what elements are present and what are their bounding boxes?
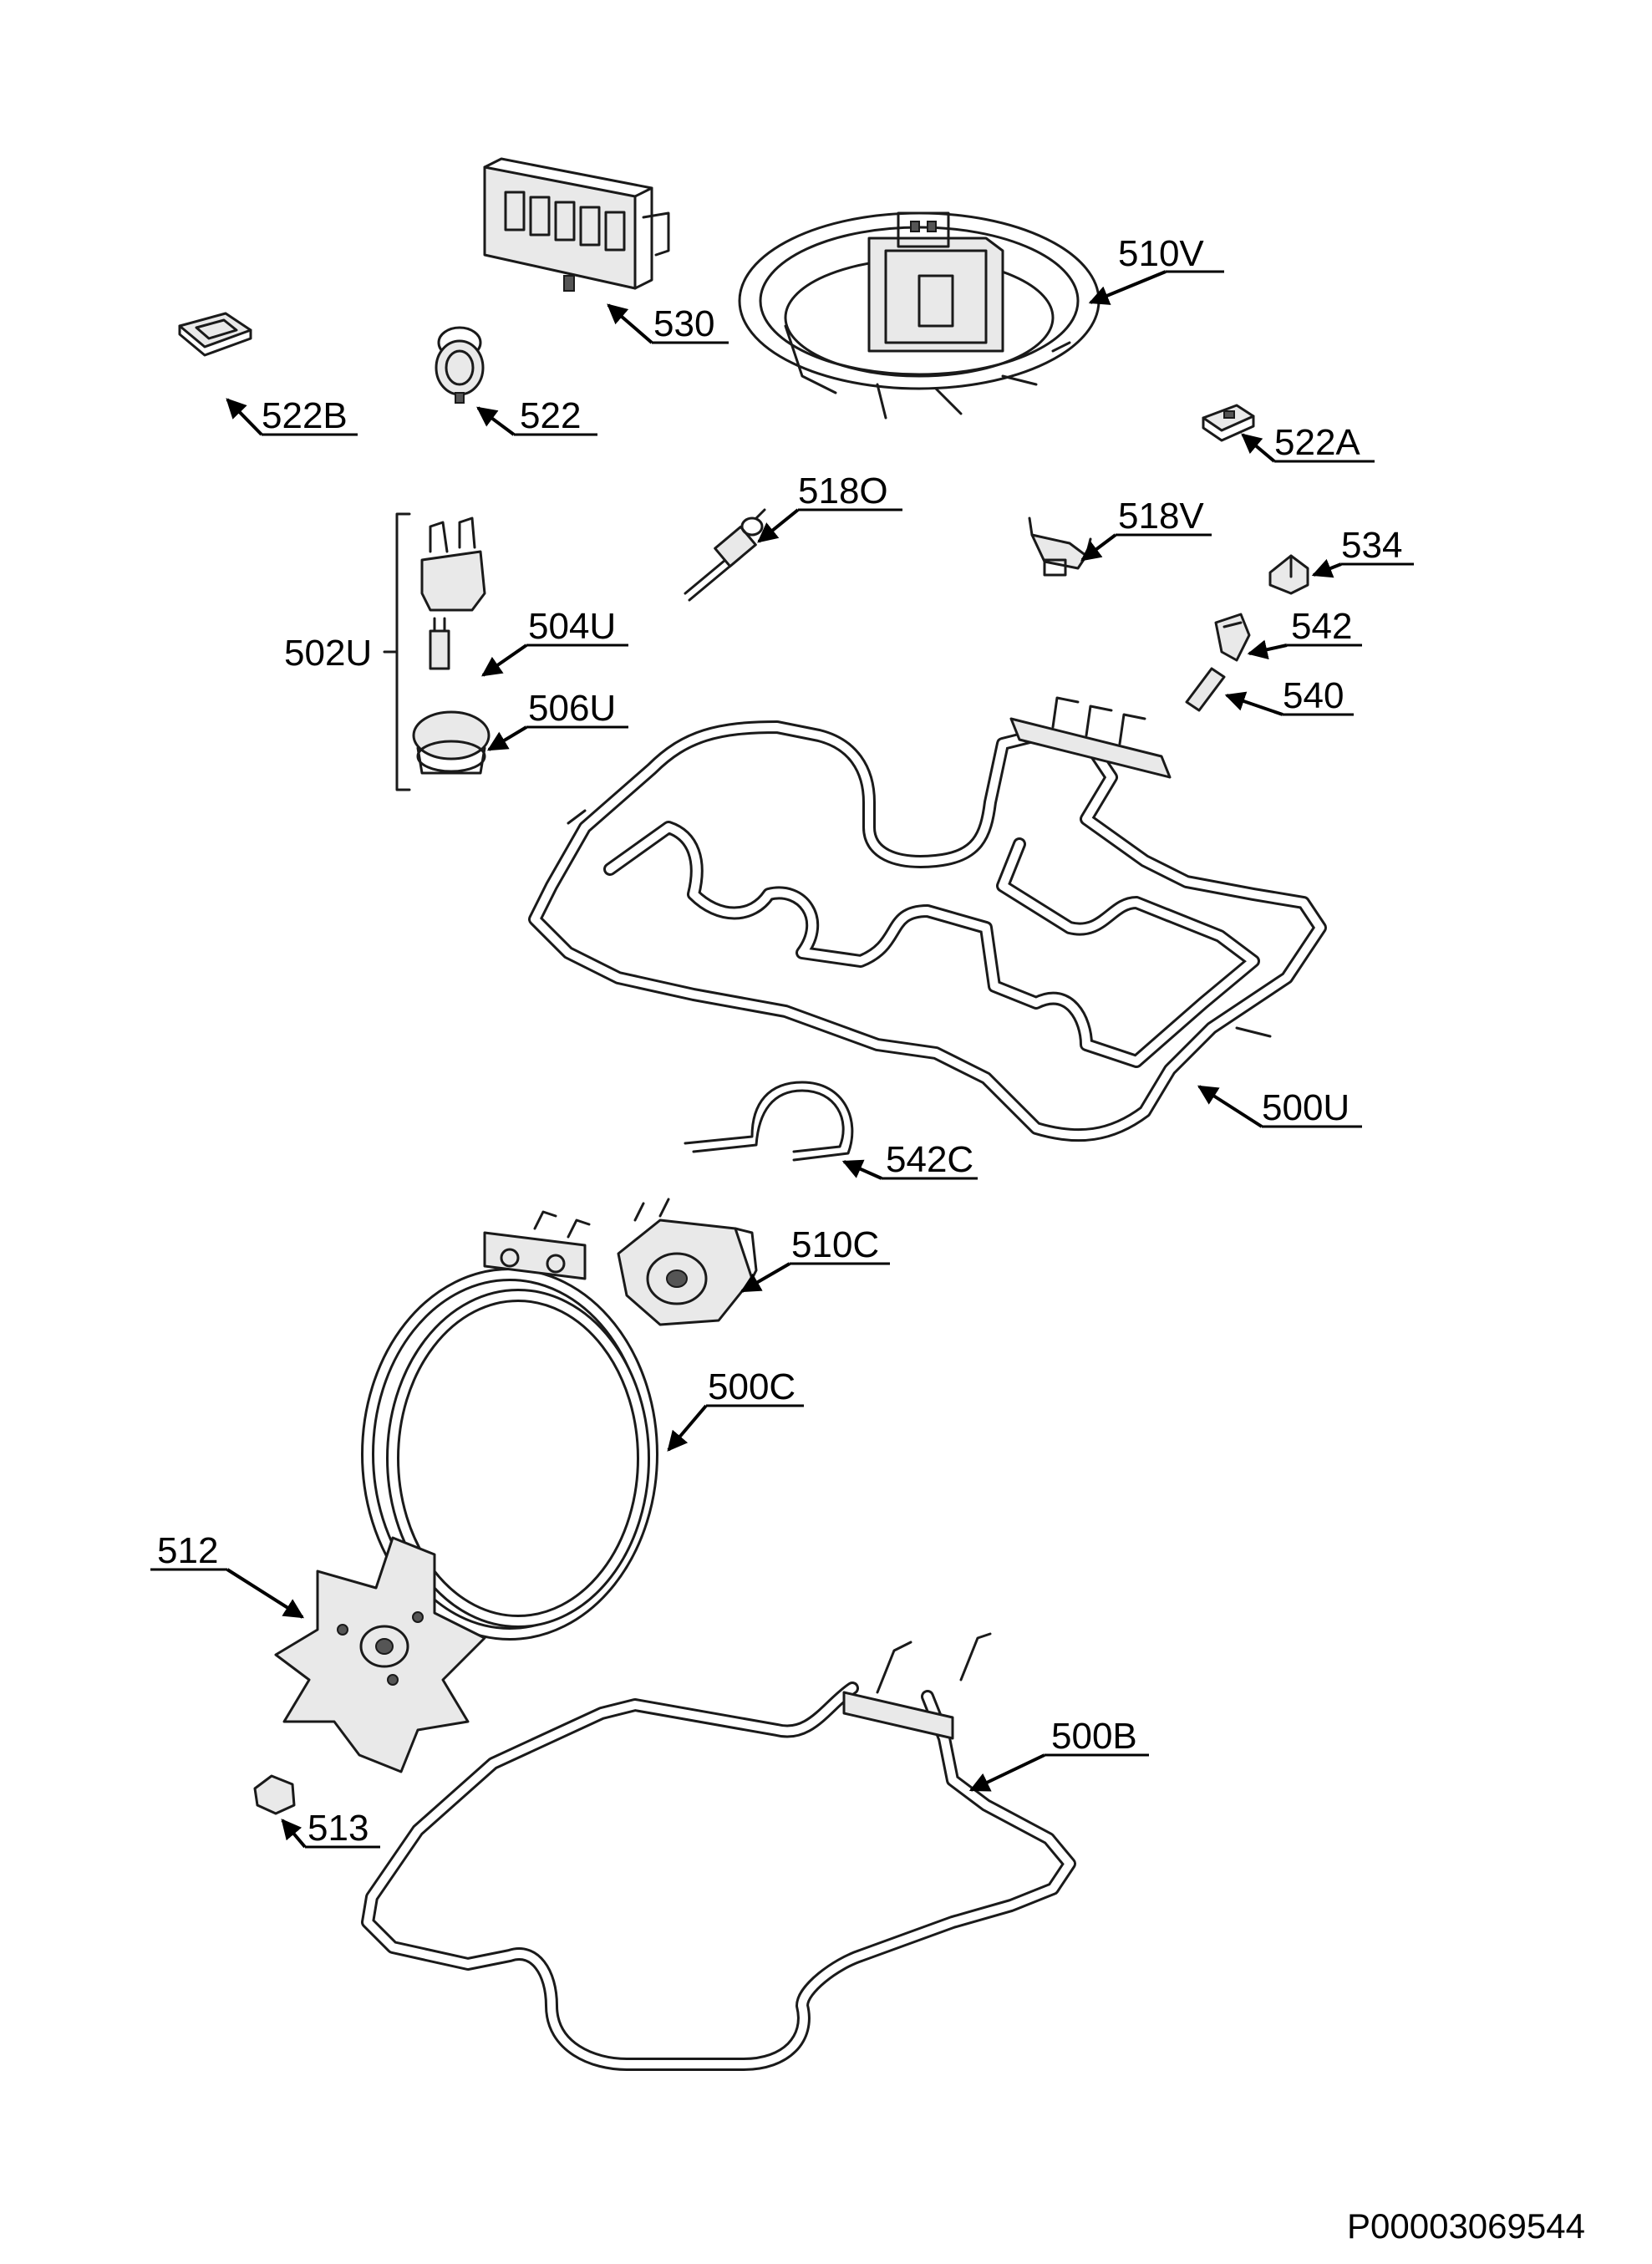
callout-522A: 522A <box>1241 422 1375 463</box>
part-542 <box>1214 613 1251 662</box>
svg-text:534: 534 <box>1341 525 1402 566</box>
svg-text:504U: 504U <box>528 606 616 647</box>
svg-text:518O: 518O <box>798 471 888 511</box>
part-540 <box>1185 667 1226 712</box>
callout-518V: 518V <box>1080 496 1212 562</box>
fan-blade-512 <box>274 1536 486 1773</box>
callout-513: 513 <box>281 1808 380 1849</box>
bracket-522B <box>178 312 252 357</box>
svg-text:542C: 542C <box>886 1139 973 1180</box>
clamp-522 <box>435 326 485 404</box>
svg-text:530: 530 <box>653 303 714 344</box>
callout-510V: 510V <box>1088 233 1224 305</box>
callout-540: 540 <box>1224 675 1354 716</box>
sensor-518O <box>684 508 766 602</box>
callout-530: 530 <box>607 303 729 344</box>
callout-500B: 500B <box>968 1716 1149 1792</box>
callout-522B: 522B <box>226 395 358 436</box>
svg-text:500C: 500C <box>708 1366 796 1407</box>
cap-534 <box>1268 554 1309 595</box>
svg-text:500U: 500U <box>1262 1087 1350 1128</box>
svg-text:500B: 500B <box>1051 1716 1137 1757</box>
svg-text:510C: 510C <box>791 1224 879 1265</box>
terminal-block-530 <box>483 157 670 292</box>
fan-motor-assembly-510V <box>738 211 1100 420</box>
clip-wire-542C <box>684 1081 854 1162</box>
svg-text:542: 542 <box>1291 606 1352 647</box>
callout-512: 512 <box>150 1530 305 1619</box>
callout-504U: 504U <box>481 606 628 677</box>
lower-heating-element-500B <box>361 1632 1076 2071</box>
callout-506U: 506U <box>486 688 628 751</box>
svg-text:518V: 518V <box>1118 496 1204 537</box>
circular-heating-element-500C <box>361 1210 658 1641</box>
callout-534: 534 <box>1311 525 1414 578</box>
callout-542C: 542C <box>841 1139 978 1180</box>
svg-text:522: 522 <box>520 395 581 436</box>
svg-text:502U: 502U <box>284 633 372 674</box>
svg-text:512: 512 <box>157 1530 218 1571</box>
callout-542: 542 <box>1247 606 1362 660</box>
document-id: P00003069544 <box>1347 2206 1585 2246</box>
thermostat-clip-518V <box>1028 516 1092 577</box>
callout-500C: 500C <box>667 1366 804 1452</box>
bracket-522A <box>1202 404 1255 442</box>
upper-heating-element-500U <box>528 696 1327 1142</box>
callout-510C: 510C <box>740 1224 890 1293</box>
nut-513 <box>253 1774 296 1815</box>
svg-text:522A: 522A <box>1274 422 1360 463</box>
callout-518O: 518O <box>757 471 902 543</box>
svg-text:510V: 510V <box>1118 233 1204 274</box>
fan-motor-510C <box>617 1198 758 1326</box>
svg-text:513: 513 <box>308 1808 369 1849</box>
callout-522: 522 <box>476 395 597 436</box>
callout-500U: 500U <box>1197 1085 1362 1128</box>
svg-text:540: 540 <box>1283 675 1344 716</box>
svg-text:506U: 506U <box>528 688 616 729</box>
svg-text:522B: 522B <box>262 395 348 436</box>
callout-502U: 502U <box>284 633 372 674</box>
lamp-assembly-502U <box>383 512 491 791</box>
